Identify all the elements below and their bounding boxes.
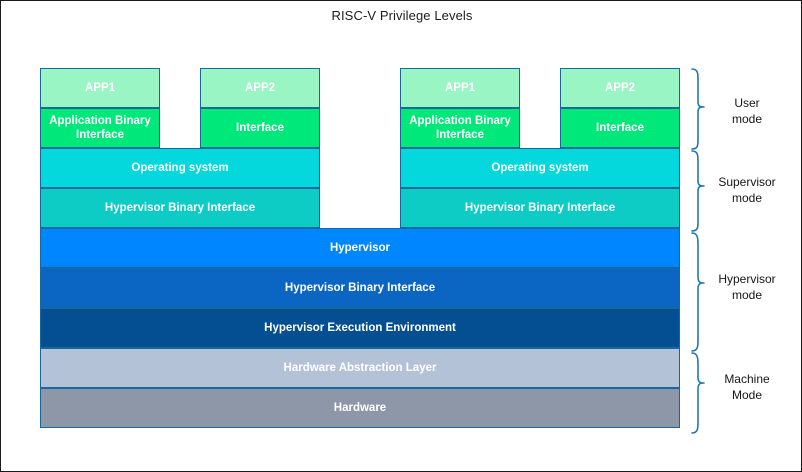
- vm-left-app1-interface: Application Binary Interface: [40, 108, 160, 148]
- vm-right-app1-title: APP1: [400, 68, 520, 108]
- mode-label-supervisor-line1: Supervisor: [718, 175, 776, 189]
- mode-label-machine-line2: Mode: [731, 387, 763, 402]
- mode-label-supervisor-line2: mode: [731, 190, 763, 205]
- vm-left-app2-title: APP2: [200, 68, 320, 108]
- vm-left-operating-system: Operating system: [40, 148, 320, 188]
- mode-label-user-line1: User: [734, 96, 760, 110]
- vm-right-hypervisor-binary-interface: Hypervisor Binary Interface: [400, 188, 680, 228]
- layer-hypervisor: Hypervisor: [40, 228, 680, 268]
- layer-hypervisor-execution-environment: Hypervisor Execution Environment: [40, 308, 680, 348]
- vm-left-app2-interface: Interface: [200, 108, 320, 148]
- mode-label-machine-line1: Machine: [724, 372, 770, 386]
- mode-label-hypervisor-line1: Hypervisor: [718, 272, 776, 286]
- vm-left-app1-title: APP1: [40, 68, 160, 108]
- mode-label-user: User mode: [701, 96, 793, 127]
- mode-label-hypervisor-line2: mode: [731, 287, 763, 302]
- layer-hypervisor-binary-interface: Hypervisor Binary Interface: [40, 268, 680, 308]
- vm-right-app2-interface: Interface: [560, 108, 680, 148]
- layer-hardware-abstraction-layer: Hardware Abstraction Layer: [40, 348, 680, 388]
- page-title: RISC-V Privilege Levels: [331, 8, 473, 23]
- vm-left-hypervisor-binary-interface: Hypervisor Binary Interface: [40, 188, 320, 228]
- vm-right-operating-system: Operating system: [400, 148, 680, 188]
- privilege-stack: APP1 Application Binary Interface APP2 I…: [40, 68, 680, 428]
- mode-label-supervisor: Supervisor mode: [701, 175, 793, 206]
- mode-label-hypervisor: Hypervisor mode: [701, 272, 793, 303]
- layer-hardware: Hardware: [40, 388, 680, 428]
- mode-label-user-line2: mode: [731, 111, 763, 126]
- vm-right-app2-title: APP2: [560, 68, 680, 108]
- mode-label-machine: Machine Mode: [701, 372, 793, 403]
- vm-right-app1-interface: Application Binary Interface: [400, 108, 520, 148]
